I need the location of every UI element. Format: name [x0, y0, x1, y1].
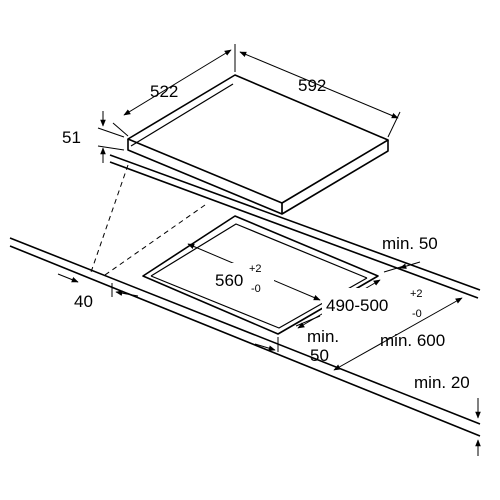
label-cutout-width-tol-minus: -0: [251, 283, 261, 295]
label-hob-width: 592: [298, 76, 326, 95]
label-hob-depth: 522: [150, 82, 178, 101]
dim-front-edge: [57, 273, 139, 297]
dim-back-clearance: [399, 261, 421, 269]
worktop-front-top-edge: [9, 237, 481, 425]
label-cutout-gap-line2: 50: [310, 346, 329, 365]
hob-body-left: [127, 139, 283, 215]
dim-hob-width: [239, 51, 401, 138]
cutout-outer: [142, 215, 379, 335]
label-cutout-depth-tol-plus: +2: [410, 288, 423, 300]
label-cutout-depth: 490-500: [326, 296, 388, 315]
label-worktop-depth: min. 600: [380, 331, 445, 350]
label-cutout-depth-tol-minus: -0: [412, 308, 422, 320]
label-hob-height: 51: [62, 128, 81, 147]
dim-hob-depth: [112, 44, 236, 137]
label-worktop-thickness: min. 20: [414, 373, 470, 392]
cutout-inner-back: [150, 223, 368, 279]
label-front-edge: 40: [74, 292, 93, 311]
worktop-back-lower-edge: [109, 161, 479, 299]
projection-lines: [89, 164, 206, 276]
dim-hob-height: [97, 111, 125, 163]
dim-cutout-front-gap: [254, 337, 279, 352]
dim-worktop-depth: [333, 297, 463, 371]
worktop-back-top-edge: [109, 154, 481, 291]
label-cutout-width-tol-plus: +2: [249, 263, 262, 275]
label-cutout-width: 560: [215, 271, 243, 290]
label-cutout-gap-line1: min.: [307, 327, 339, 346]
worktop-front-lower-edge: [9, 245, 481, 437]
label-back-clearance: min. 50: [382, 234, 438, 253]
worktop: [9, 154, 481, 437]
